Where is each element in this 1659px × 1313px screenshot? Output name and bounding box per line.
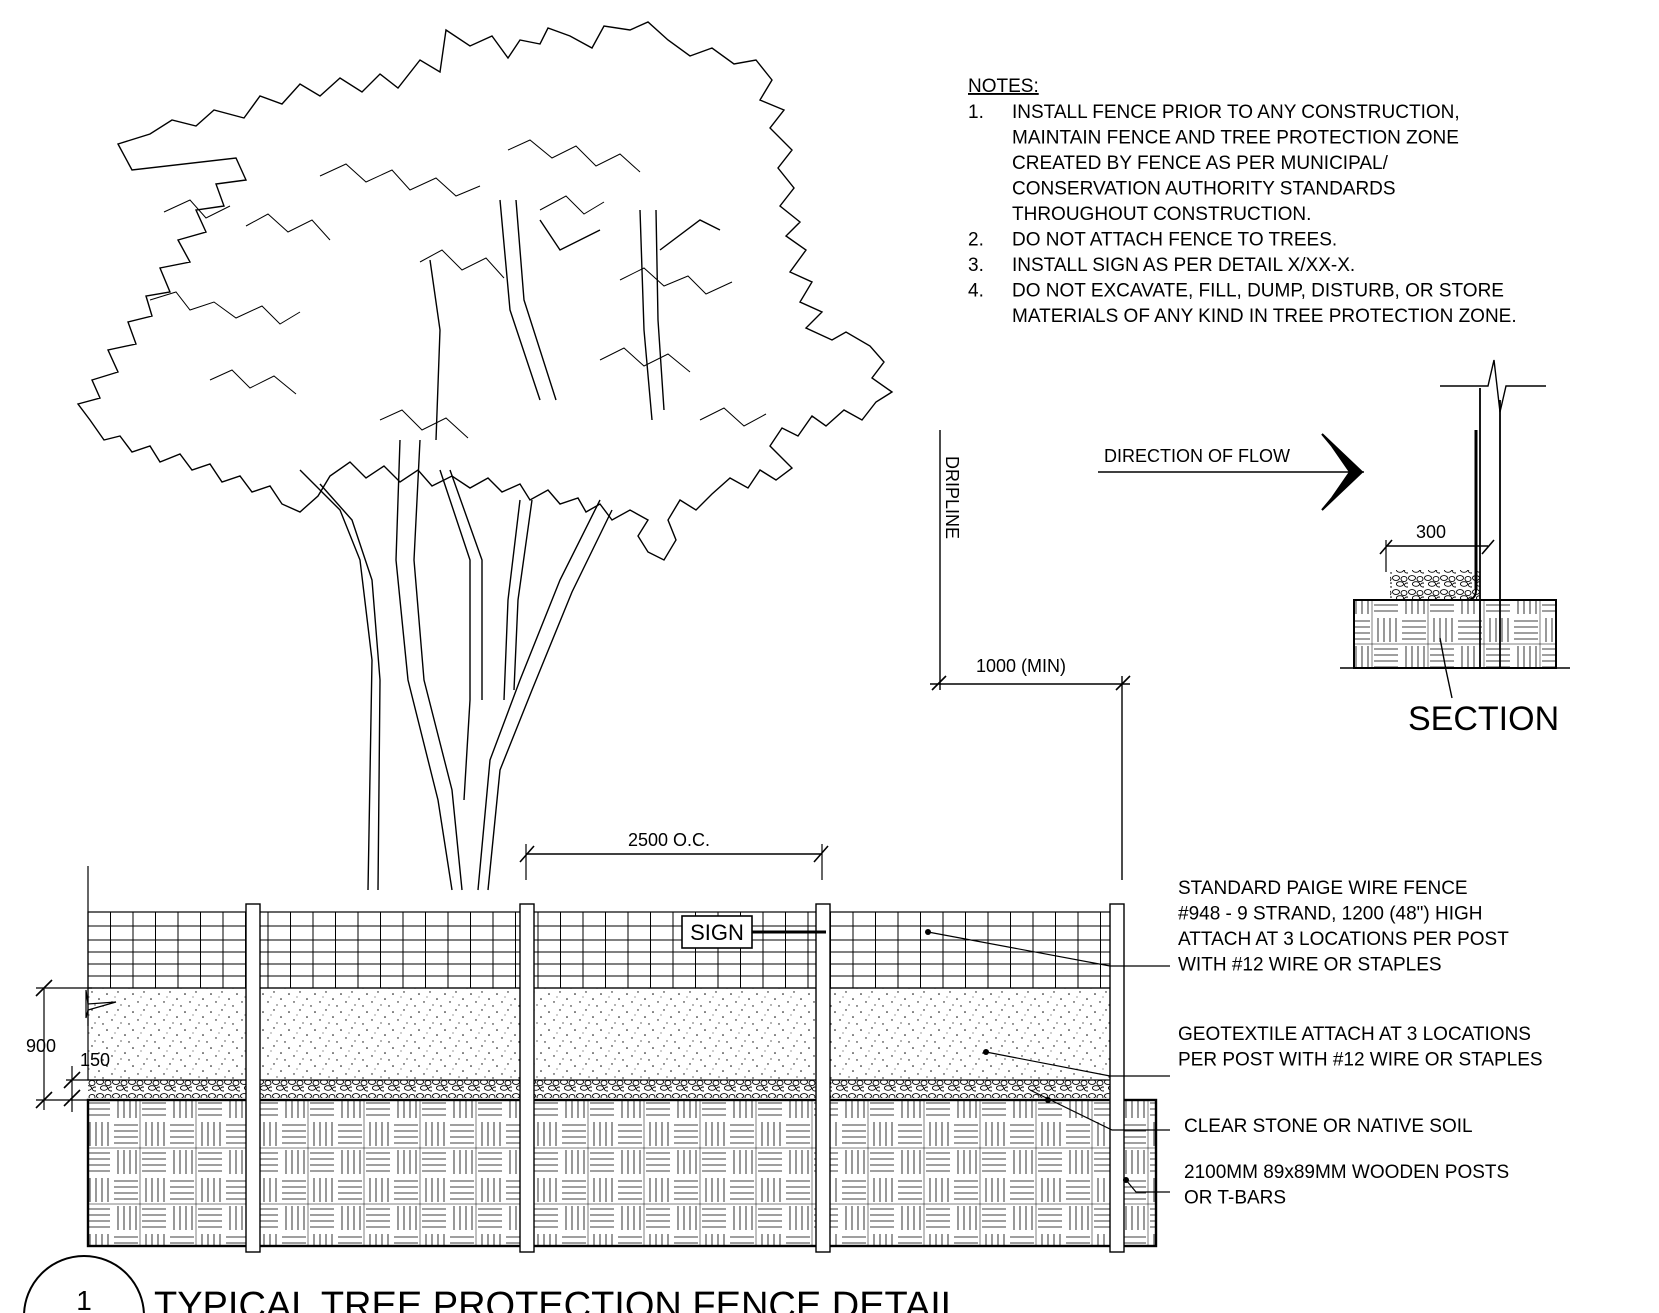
geotextile-callout: GEOTEXTILE ATTACH AT 3 LOCATIONS PER POST… <box>1178 1024 1543 1071</box>
note-number: 3. <box>968 255 984 276</box>
geotextile-fabric <box>87 987 1123 1081</box>
note-line: CREATED BY FENCE AS PER MUNICIPAL/ <box>1012 153 1389 174</box>
direction-of-flow-label: DIRECTION OF FLOW <box>1104 446 1290 466</box>
note-line: MATERIALS OF ANY KIND IN TREE PROTECTION… <box>1012 306 1517 327</box>
canopy-inner-detail <box>149 139 767 439</box>
note-number: 2. <box>968 230 984 251</box>
note-number: 1. <box>968 102 984 123</box>
tree-illustration <box>76 21 894 891</box>
notes-block: NOTES: 1. INSTALL FENCE PRIOR TO ANY CONS… <box>968 76 1517 327</box>
callouts: STANDARD PAIGE WIRE FENCE #948 - 9 STRAND… <box>1178 878 1543 1209</box>
note-line: DO NOT EXCAVATE, FILL, DUMP, DISTURB, OR… <box>1012 281 1504 302</box>
fence-label-line: #948 - 9 STRAND, 1200 (48") HIGH <box>1178 904 1483 925</box>
note-line: INSTALL SIGN AS PER DETAIL X/XX-X. <box>1012 255 1355 276</box>
height-dimension: 900 <box>26 1036 56 1056</box>
posts-label-line: 2100MM 89x89MM WOODEN POSTS <box>1184 1162 1509 1183</box>
note-line: THROUGHOUT CONSTRUCTION. <box>1012 204 1311 225</box>
fence-callout: STANDARD PAIGE WIRE FENCE #948 - 9 STRAND… <box>1178 878 1509 976</box>
section-gravel <box>1390 570 1480 600</box>
posts-callout: 2100MM 89x89MM WOODEN POSTS OR T-BARS <box>1184 1162 1509 1209</box>
section-toe-dimension: 300 <box>1416 522 1446 542</box>
stone-callout: CLEAR STONE OR NATIVE SOIL <box>1184 1116 1473 1137</box>
native-soil <box>86 1098 1158 1248</box>
note-line: DO NOT ATTACH FENCE TO TREES. <box>1012 230 1337 251</box>
section-detail: DIRECTION OF FLOW 300 SECTION <box>1098 359 1570 738</box>
clear-stone-layer <box>88 1080 1122 1098</box>
detail-title-text: TYPICAL TREE PROTECTION FENCE DETAIL <box>154 1285 962 1313</box>
fence-post <box>815 903 831 1253</box>
fence-label-line: ATTACH AT 3 LOCATIONS PER POST <box>1178 929 1509 950</box>
note-line: MAINTAIN FENCE AND TREE PROTECTION ZONE <box>1012 128 1459 149</box>
fence-label-line: STANDARD PAIGE WIRE FENCE <box>1178 878 1468 899</box>
fence-posts <box>245 903 1125 1253</box>
fence-post <box>245 903 261 1253</box>
detail-number: 1 <box>76 1285 92 1313</box>
fence-label-line: WITH #12 WIRE OR STAPLES <box>1178 955 1442 976</box>
detail-number-bubble <box>23 1255 145 1313</box>
tree-canopy <box>76 21 894 561</box>
section-title: SECTION <box>1408 700 1559 738</box>
note-number: 4. <box>968 281 984 302</box>
dripline-dimension: DRIPLINE 1000 (MIN) <box>930 430 1131 880</box>
note-line: INSTALL FENCE PRIOR TO ANY CONSTRUCTION, <box>1012 102 1460 123</box>
flow-arrow-head-icon <box>1321 433 1364 511</box>
geotextile-label-line: GEOTEXTILE ATTACH AT 3 LOCATIONS <box>1178 1024 1531 1045</box>
geotextile-label-line: PER POST WITH #12 WIRE OR STAPLES <box>1178 1050 1543 1071</box>
fence-elevation: SIGN 2500 O.C. 900 150 <box>26 830 1170 1253</box>
offset-dimension-label: 1000 (MIN) <box>976 656 1066 676</box>
fence-post <box>519 903 535 1253</box>
posts-label-line: OR T-BARS <box>1184 1188 1286 1209</box>
notes-list: 1. INSTALL FENCE PRIOR TO ANY CONSTRUCTIO… <box>968 102 1517 327</box>
post-spacing-label: 2500 O.C. <box>628 830 710 850</box>
tree-trunks <box>299 199 721 891</box>
dripline-label: DRIPLINE <box>942 456 962 539</box>
notes-heading: NOTES: <box>968 76 1039 97</box>
fence-post <box>1109 903 1125 1253</box>
section-soil <box>1353 599 1557 669</box>
toe-dimension: 150 <box>80 1050 110 1070</box>
note-line: CONSERVATION AUTHORITY STANDARDS <box>1012 179 1396 200</box>
sign-label: SIGN <box>690 920 744 945</box>
stone-label-line: CLEAR STONE OR NATIVE SOIL <box>1184 1116 1473 1137</box>
detail-title: 1 TYPICAL TREE PROTECTION FENCE DETAIL <box>23 1255 962 1313</box>
